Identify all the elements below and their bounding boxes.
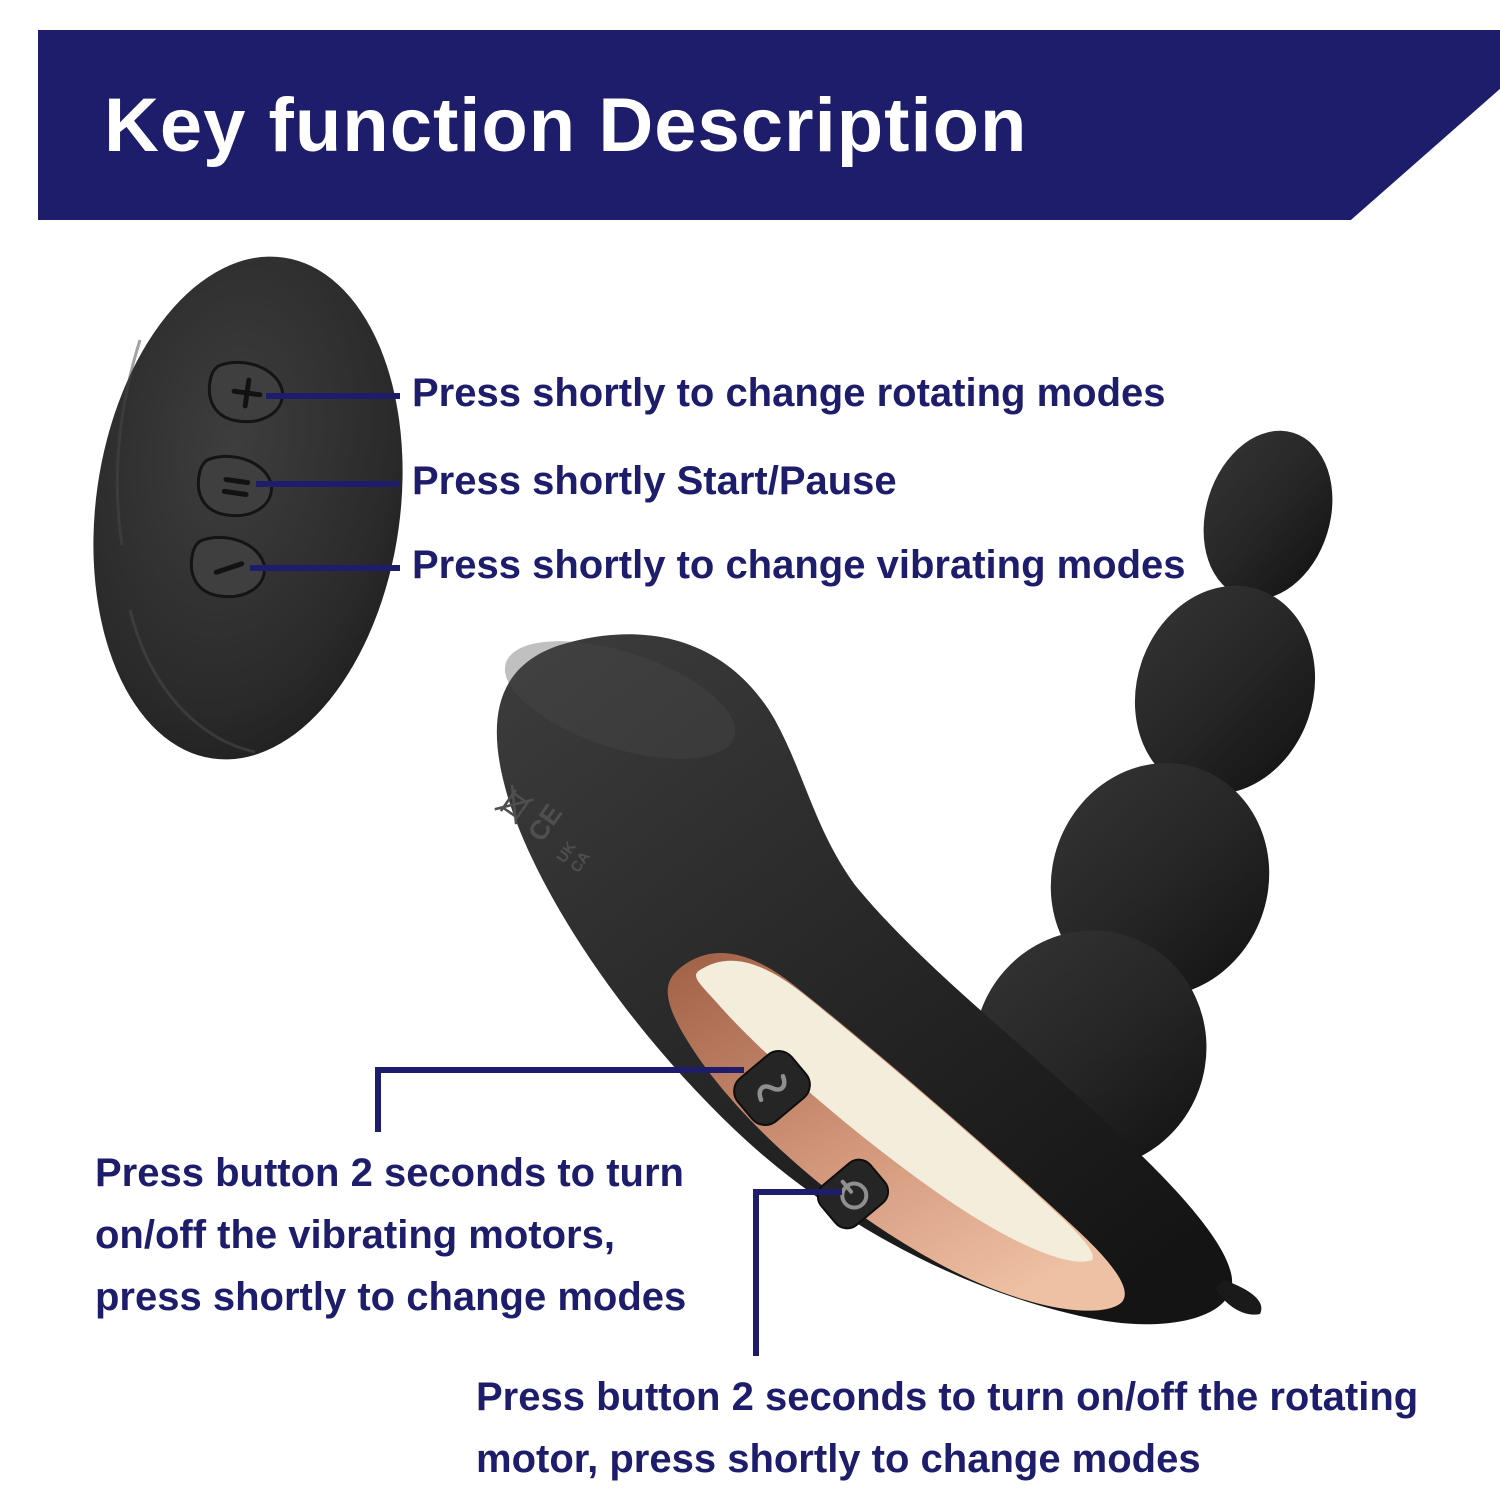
device-callout-vibrating: Press button 2 seconds to turn on/off th… — [95, 1142, 686, 1328]
device-tail — [1216, 1280, 1262, 1315]
remote-callout-start-pause: Press shortly Start/Pause — [412, 459, 897, 503]
text-line: press shortly to change modes — [95, 1275, 687, 1319]
callout-line-power-button — [753, 1189, 842, 1356]
plus-icon — [231, 377, 263, 409]
remote-minus-button — [189, 535, 266, 599]
device-control-panel — [667, 952, 1125, 1311]
remote-plus-button — [207, 360, 284, 424]
remote-sheen — [128, 609, 256, 754]
device-power-button — [816, 1158, 890, 1230]
text-line: on/off the vibrating motors, — [95, 1213, 615, 1257]
wave-icon — [757, 1073, 787, 1103]
remote-sheen — [115, 339, 142, 546]
device-vibration-button — [733, 1050, 811, 1126]
text-line: Press button 2 seconds to turn — [95, 1151, 684, 1195]
device-body — [496, 634, 1262, 1325]
callout-line-vibration-button — [375, 1067, 744, 1132]
remote-callout-vibrating: Press shortly to change vibrating modes — [412, 543, 1186, 587]
power-icon — [840, 1179, 869, 1210]
device-callout-rotating: Press button 2 seconds to turn on/off th… — [476, 1366, 1418, 1490]
remote-callout-rotating: Press shortly to change rotating modes — [412, 371, 1166, 415]
cream-stripe — [696, 960, 1093, 1262]
body-highlight — [504, 641, 736, 759]
text-line: Press button 2 seconds to turn on/off th… — [476, 1375, 1419, 1419]
title-banner: Key function Description — [38, 30, 1500, 220]
page-title: Key function Description — [104, 82, 1028, 168]
remote-control — [93, 256, 403, 760]
weee-bin-icon — [494, 784, 534, 825]
pause-icon — [221, 477, 251, 497]
minus-icon — [213, 561, 245, 575]
callout-lines — [250, 393, 842, 1356]
remote-pause-button — [196, 454, 273, 518]
text-line: motor, press shortly to change modes — [476, 1437, 1201, 1481]
